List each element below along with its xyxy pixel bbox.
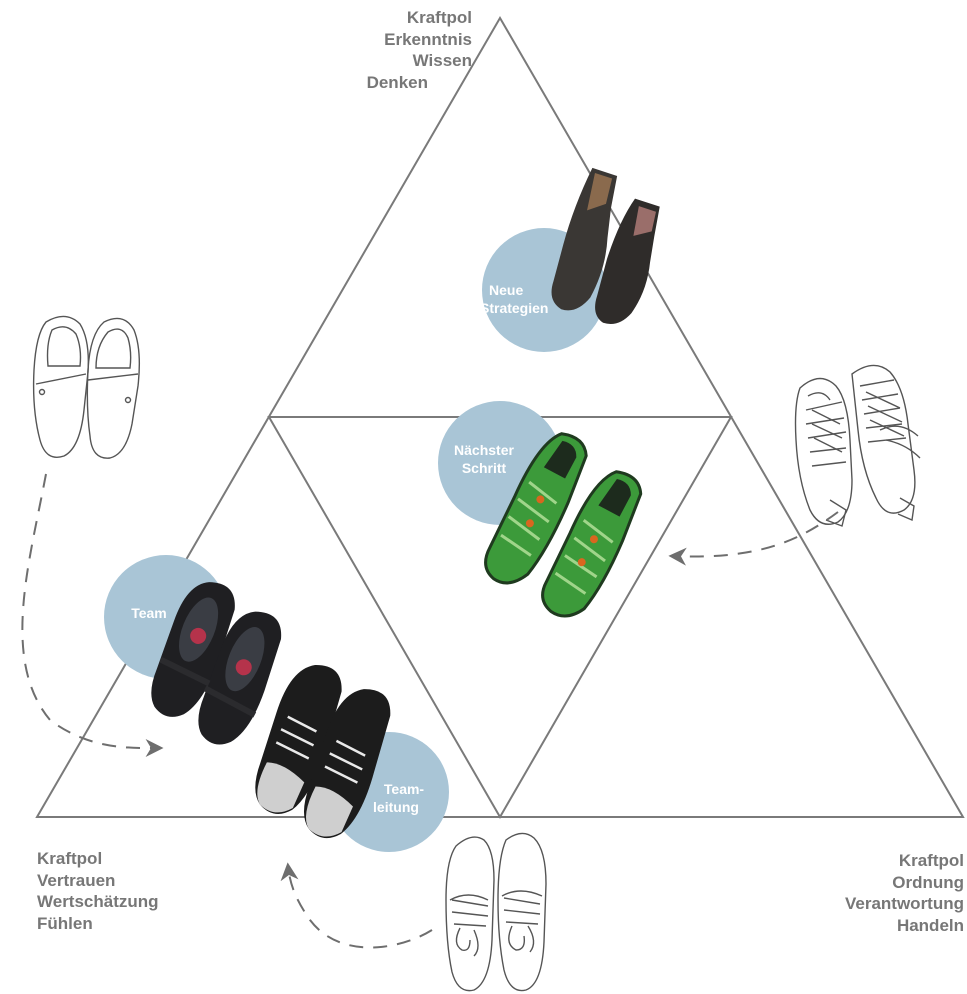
bubble-team-line-1: Team: [131, 605, 167, 621]
bubble-teamleitung-line-1: Team-: [383, 781, 425, 797]
pole-label-left: Kraftpol Vertrauen Wertschätzung Fühlen: [37, 848, 159, 934]
ankle-boots-icon: [551, 167, 660, 325]
pole-label-top: Kraftpol Erkenntnis Wissen Denken: [300, 7, 472, 93]
bubble-strategien-line-2: Strategien: [480, 300, 549, 316]
pole-left-line-3: Wertschätzung: [37, 892, 159, 911]
dashed-arrow-icon: [668, 511, 839, 566]
pole-label-right: Kraftpol Ordnung Verantwortung Handeln: [760, 850, 964, 936]
pole-right-line-1: Kraftpol: [898, 851, 964, 870]
bubble-schritt-line-1: Nächster: [454, 442, 514, 458]
pole-top-line-3: Wissen: [412, 51, 472, 70]
sneakers-outline-icon: [794, 364, 921, 527]
dashed-arrow-icon: [21, 473, 164, 758]
bubble-label-teamleitung: Team- leitung: [356, 780, 436, 816]
bubble-label-team: Team: [114, 604, 184, 622]
lace-up-shoes-outline-icon: [445, 832, 547, 992]
pole-left-line-2: Vertrauen: [37, 870, 116, 890]
pole-right-line-2: Ordnung: [892, 872, 964, 892]
dashed-arrow-icon: [280, 862, 433, 949]
bubble-schritt-line-2: Schritt: [461, 460, 507, 476]
bubble-label-neue-strategien: Neue Strategien: [480, 281, 590, 317]
pole-left-line-1: Kraftpol: [37, 849, 103, 868]
black-oxford-shoes-icon: [255, 665, 391, 839]
bubble-strategien-line-1: Neue: [489, 282, 524, 298]
pole-right-line-3: Verantwortung: [844, 894, 964, 913]
bubble-teamleitung-line-2: leitung: [373, 799, 419, 815]
pole-top-line-4: Denken: [366, 72, 428, 92]
green-sneakers-icon: [484, 432, 643, 618]
pole-left-line-4: Fühlen: [37, 913, 93, 933]
pole-right-line-4: Handeln: [896, 915, 964, 935]
pole-top-line-2: Erkenntnis: [384, 29, 472, 49]
pole-top-line-1: Kraftpol: [406, 8, 472, 27]
bubble-label-naechster-schritt: Nächster Schritt: [444, 441, 524, 477]
black-mary-janes-icon: [151, 582, 282, 745]
mary-jane-shoes-outline-icon: [32, 315, 141, 459]
